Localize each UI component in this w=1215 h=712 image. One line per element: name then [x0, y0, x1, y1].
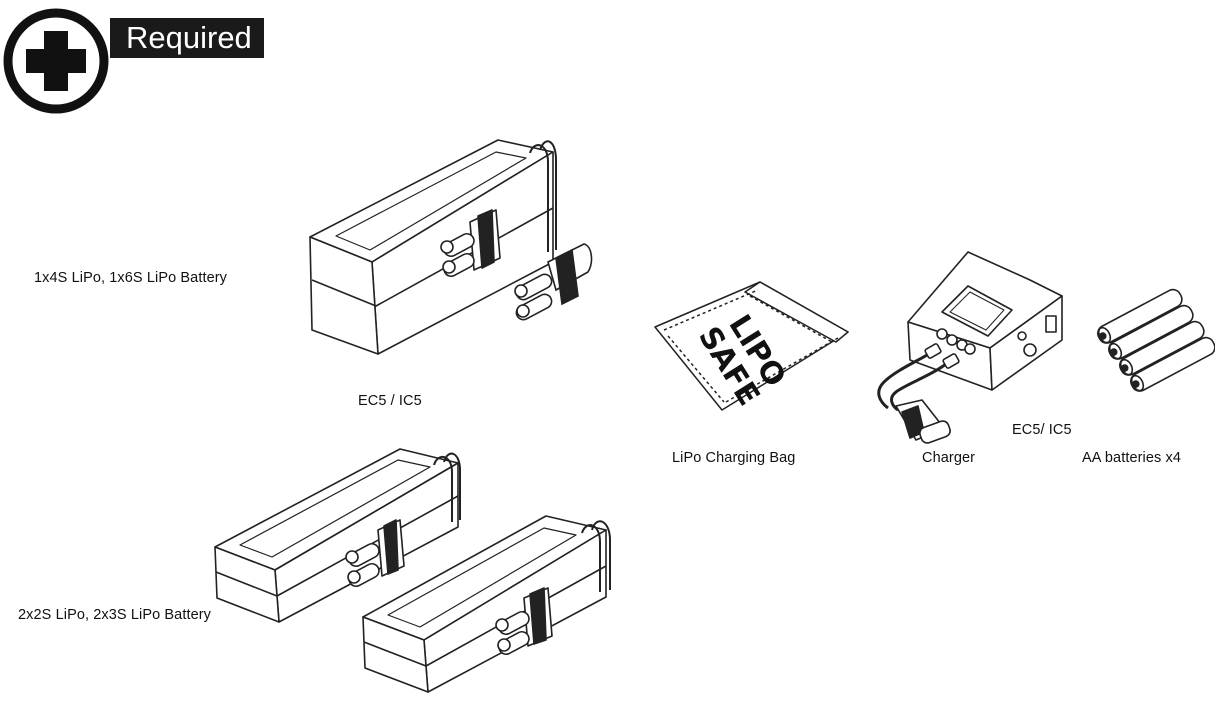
charging-bag-label: LiPo Charging Bag: [672, 450, 796, 466]
charger-label: Charger: [922, 450, 976, 466]
battery-large-illustration: [309, 139, 557, 355]
connector-right-label: EC5/ IC5: [1012, 422, 1072, 438]
lipo-charging-bag-illustration: LIPO SAFE: [654, 281, 849, 412]
connector-left-label: EC5 / IC5: [358, 393, 422, 409]
plus-circle-icon: [3, 8, 109, 114]
ec5-connector-illustration: [514, 243, 593, 321]
page-title: Required: [126, 20, 252, 55]
battery-small-right-illustration: [362, 515, 611, 693]
charger-illustration: [877, 251, 1063, 444]
battery-2x-label: 2x2S LiPo, 2x3S LiPo Battery: [18, 607, 212, 623]
aa-batteries-illustration: [1097, 288, 1215, 392]
header-banner: [110, 18, 264, 58]
battery-1x-label: 1x4S LiPo, 1x6S LiPo Battery: [34, 270, 228, 286]
battery-small-left-illustration: [214, 448, 461, 623]
aa-batteries-label: AA batteries x4: [1082, 450, 1182, 466]
